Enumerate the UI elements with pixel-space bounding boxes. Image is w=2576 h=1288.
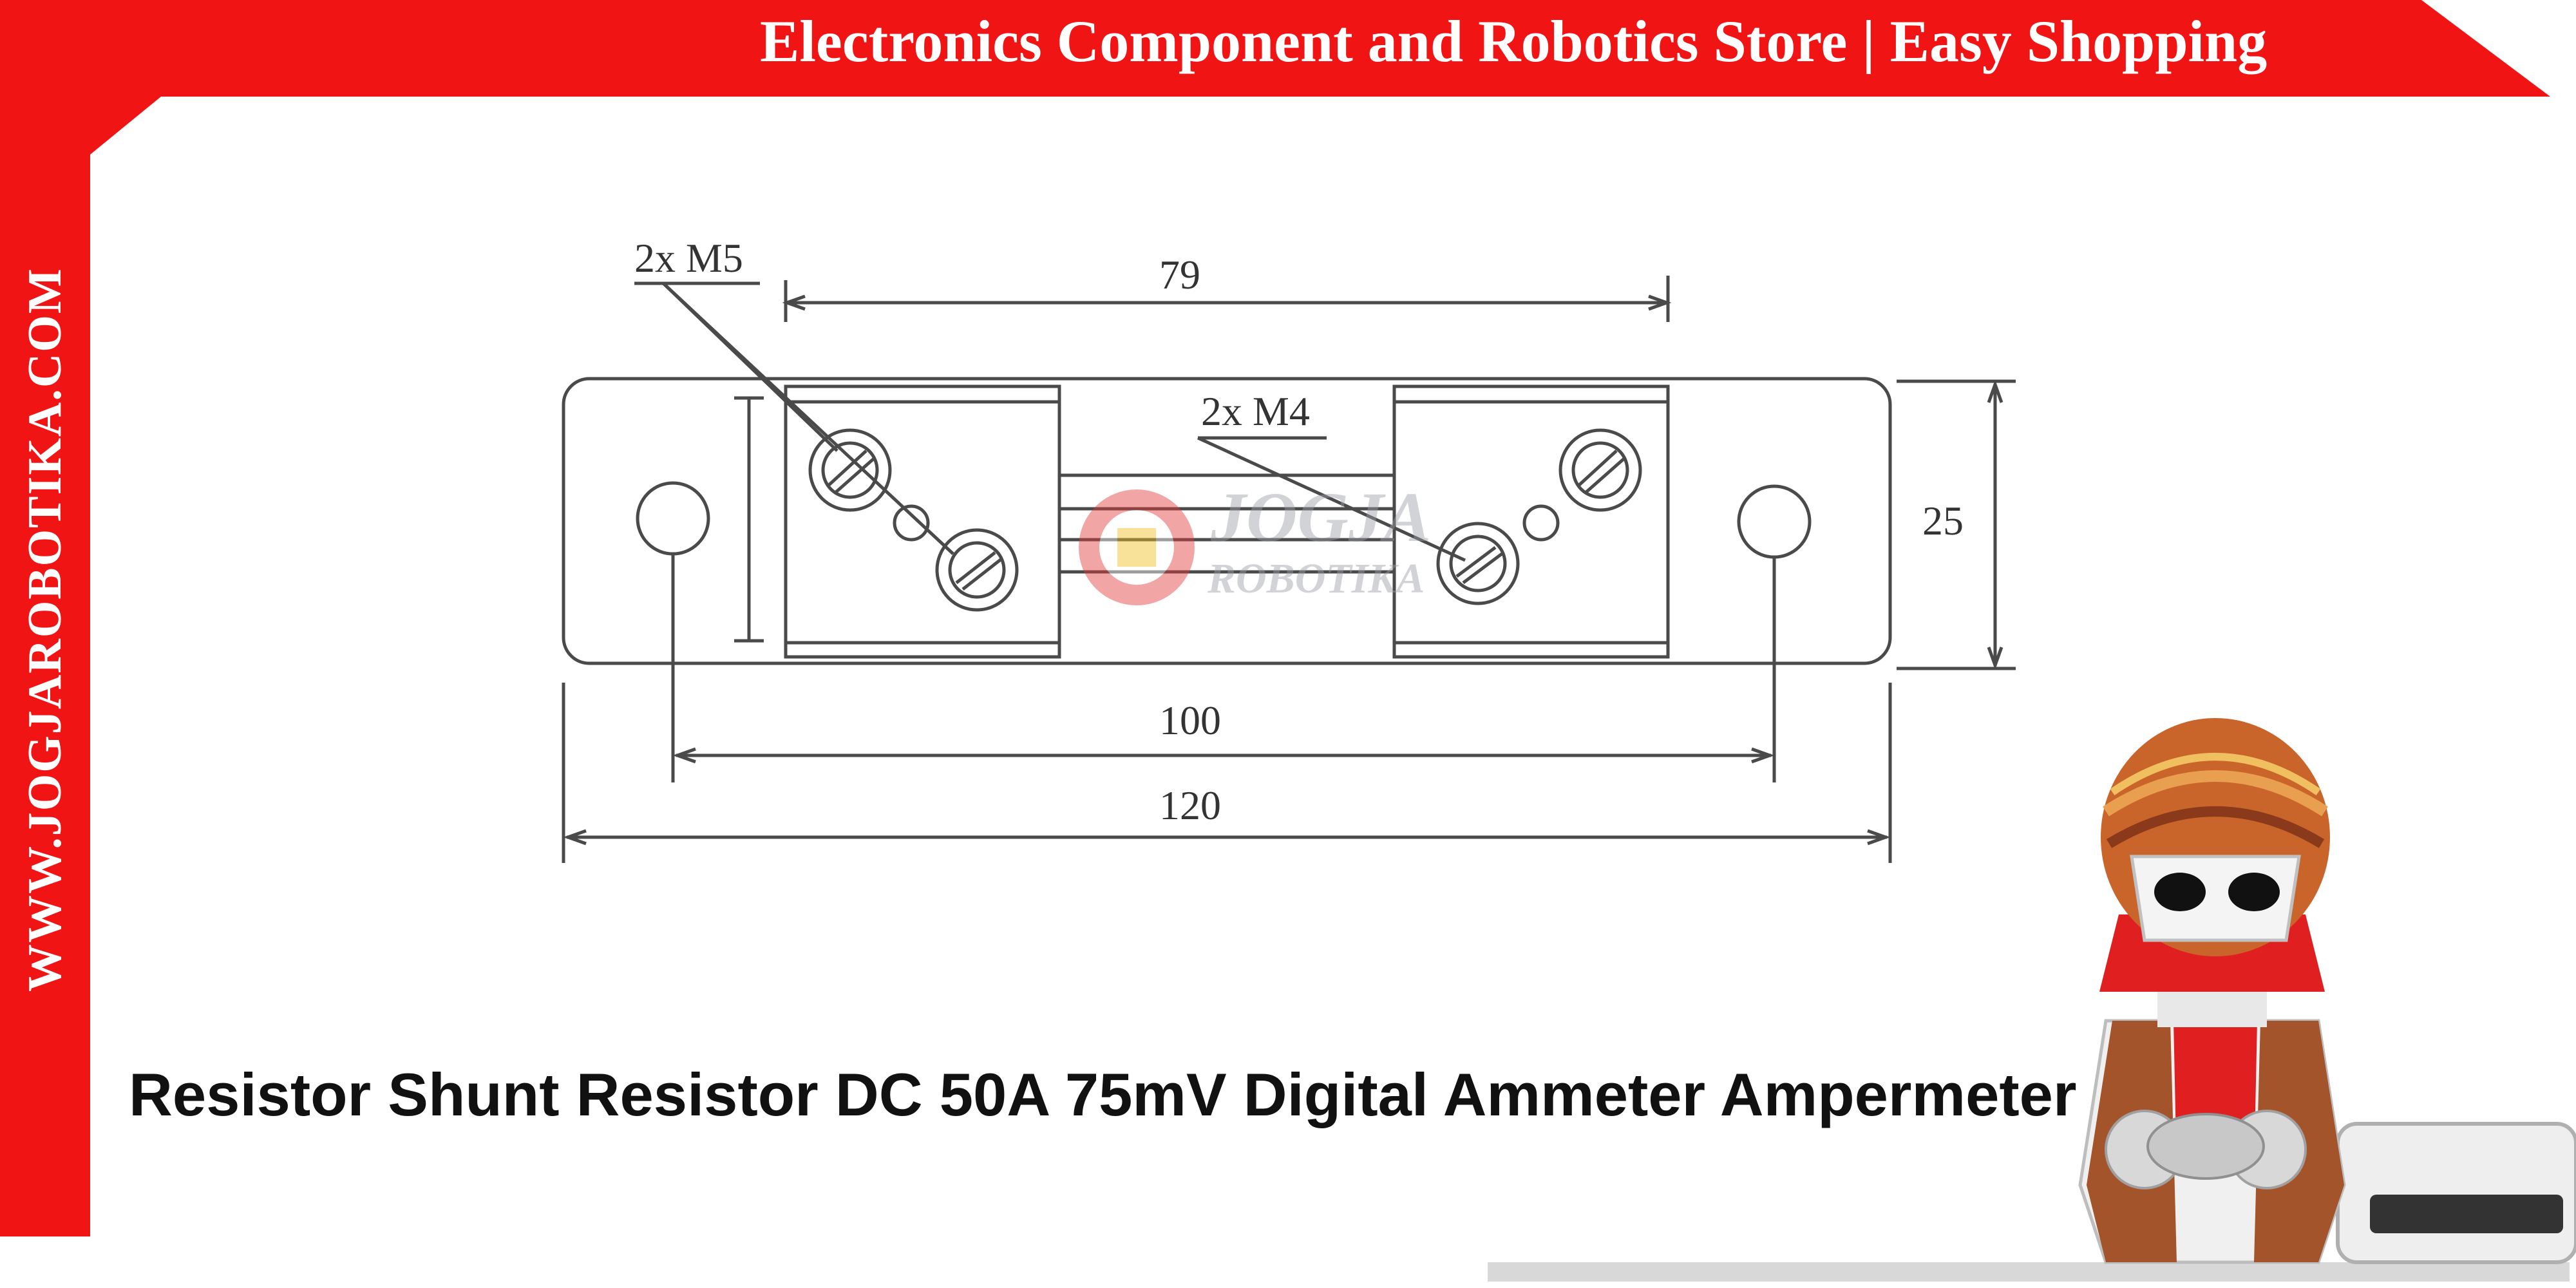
label-79: 79 bbox=[1159, 252, 1200, 298]
mount-hole-right bbox=[1737, 484, 1812, 559]
screw-m5-right bbox=[1558, 428, 1642, 512]
top-red-banner bbox=[554, 0, 2550, 97]
resistor-strip bbox=[1057, 473, 1396, 574]
label-120: 120 bbox=[1159, 782, 1221, 828]
watermark-line2: ROBOTIKA bbox=[1207, 555, 1425, 602]
left-red-bar bbox=[0, 0, 554, 1236]
product-title: Resistor Shunt Resistor DC 50A 75mV Digi… bbox=[129, 1061, 2077, 1128]
label-2x-m4: 2x M4 bbox=[1201, 388, 1310, 434]
terminal-block-right bbox=[1392, 384, 1670, 659]
terminal-block-left bbox=[784, 384, 1061, 659]
mount-hole-left bbox=[636, 481, 710, 556]
screw-m4-right bbox=[1436, 522, 1520, 605]
label-25: 25 bbox=[1922, 498, 1964, 544]
screw-m4-left bbox=[935, 528, 1019, 612]
robot-mascot bbox=[1488, 718, 2576, 1282]
label-100: 100 bbox=[1159, 697, 1221, 743]
watermark-line1: JOGJA bbox=[1210, 478, 1431, 556]
shunt-plate bbox=[562, 377, 1892, 665]
jogja-robotika-watermark: JOGJA ROBOTIKA bbox=[1079, 478, 1431, 605]
screw-m5-left bbox=[808, 428, 892, 512]
label-2x-m5: 2x M5 bbox=[634, 235, 743, 281]
store-tagline: Electronics Component and Robotics Store… bbox=[760, 8, 2268, 74]
